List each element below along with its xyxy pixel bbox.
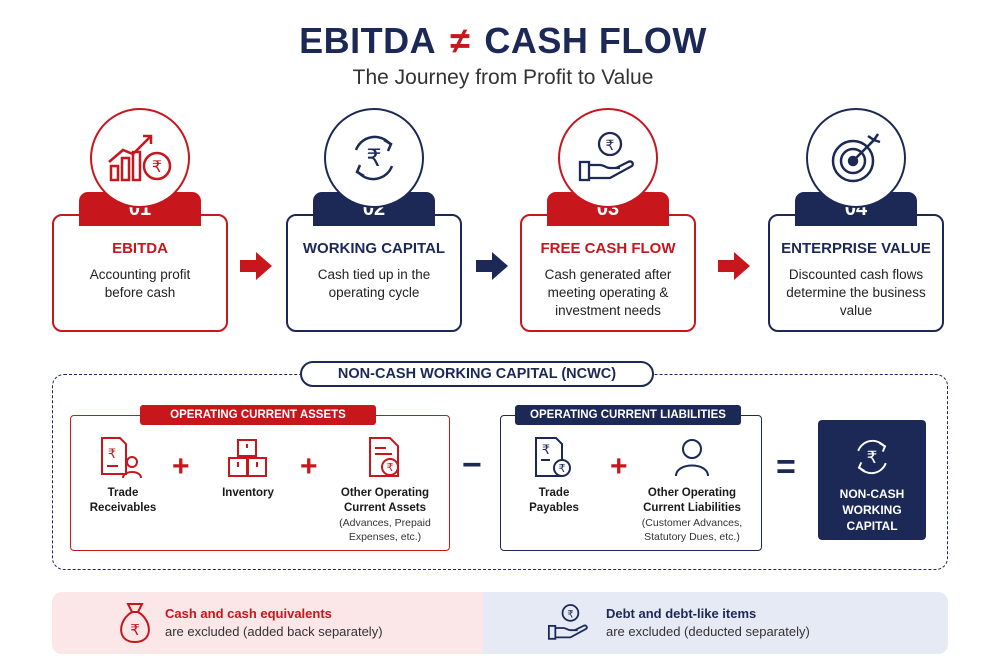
debt-note-text: are excluded (deducted separately) bbox=[606, 624, 810, 639]
invoice-person-icon: ₹ bbox=[101, 437, 142, 479]
growth-chart-rupee-icon: ₹ bbox=[90, 108, 190, 208]
asset-item-label: Other Operating Current Assets bbox=[340, 487, 430, 514]
asset-item-label: Trade Receivables bbox=[89, 487, 157, 514]
step-card-free-cash-flow bbox=[520, 214, 696, 332]
step-description: Discounted cash flows determine the busi… bbox=[786, 267, 926, 318]
page-title: EBITDA ≠ CASH FLOW bbox=[0, 20, 1006, 62]
money-bag-rupee-icon: ₹ bbox=[120, 603, 150, 644]
step-heading: WORKING CAPITAL bbox=[302, 240, 446, 257]
minus-operator: − bbox=[462, 446, 482, 484]
asset-item-note: (Advances, Prepaid Expenses, etc.) bbox=[339, 517, 431, 543]
debt-exclusion-note bbox=[483, 592, 948, 654]
svg-text:₹: ₹ bbox=[387, 461, 394, 474]
person-icon bbox=[675, 439, 709, 477]
svg-text:₹: ₹ bbox=[542, 443, 550, 458]
svg-text:₹: ₹ bbox=[366, 144, 381, 172]
liability-item-label: Other Operating Current Liabilities bbox=[643, 487, 741, 514]
liability-item-note: (Customer Advances, Statutory Dues, etc.… bbox=[641, 517, 743, 543]
boxes-icon bbox=[228, 439, 267, 477]
bill-rupee-icon: ₹ ₹ bbox=[535, 437, 571, 477]
liability-item-label: Trade Payables bbox=[529, 487, 579, 514]
target-arrow-icon bbox=[806, 108, 906, 208]
step-description: Cash generated after meeting operating &… bbox=[544, 267, 672, 318]
title-left: EBITDA bbox=[299, 20, 437, 61]
step-description: Accounting profit before cash bbox=[89, 267, 191, 300]
plus-operator: + bbox=[300, 450, 318, 483]
cash-note-title: Cash and cash equivalents bbox=[165, 606, 332, 621]
step-description: Cash tied up in the operating cycle bbox=[317, 267, 431, 300]
step-card-enterprise-value bbox=[768, 214, 944, 332]
hand-rupee-coin-icon: ₹ bbox=[558, 108, 658, 208]
step-heading: EBITDA bbox=[112, 240, 168, 257]
cash-note-text: are excluded (added back separately) bbox=[165, 624, 383, 639]
asset-item-label: Inventory bbox=[222, 487, 274, 499]
ncwc-result-label: NON-CASH WORKING CAPITAL bbox=[839, 487, 905, 533]
svg-text:₹: ₹ bbox=[867, 447, 878, 467]
step-heading: FREE CASH FLOW bbox=[540, 240, 676, 257]
ncwc-title: NON-CASH WORKING CAPITAL (NCWC) bbox=[300, 361, 654, 387]
arrow-right-icon bbox=[718, 252, 750, 280]
plus-operator: + bbox=[172, 450, 190, 483]
not-equal-symbol: ≠ bbox=[450, 20, 471, 61]
debt-note-title: Debt and debt-like items bbox=[606, 606, 757, 621]
arrow-right-icon bbox=[476, 252, 508, 280]
assets-group-label: OPERATING CURRENT ASSETS bbox=[140, 405, 376, 425]
rupee-cycle-icon: ₹ bbox=[857, 439, 887, 475]
svg-text:₹: ₹ bbox=[152, 157, 162, 176]
svg-text:₹: ₹ bbox=[108, 447, 116, 462]
svg-text:₹: ₹ bbox=[130, 621, 140, 639]
document-rupee-icon: ₹ bbox=[369, 437, 399, 477]
hand-rupee-coin-icon: ₹ bbox=[547, 604, 588, 640]
title-right: CASH FLOW bbox=[484, 20, 707, 61]
svg-text:₹: ₹ bbox=[559, 462, 566, 475]
step-heading: ENTERPRISE VALUE bbox=[781, 240, 931, 257]
svg-text:₹: ₹ bbox=[567, 609, 573, 620]
step-card-working-capital bbox=[286, 214, 462, 332]
cash-exclusion-note bbox=[52, 592, 483, 654]
equals-operator: = bbox=[776, 448, 796, 486]
page-subtitle: The Journey from Profit to Value bbox=[352, 66, 654, 89]
arrow-right-icon bbox=[240, 252, 272, 280]
svg-text:₹: ₹ bbox=[606, 138, 615, 154]
plus-operator: + bbox=[610, 450, 628, 483]
liabilities-group-label: OPERATING CURRENT LIABILITIES bbox=[515, 405, 741, 425]
rupee-cycle-icon: ₹ bbox=[324, 108, 424, 208]
